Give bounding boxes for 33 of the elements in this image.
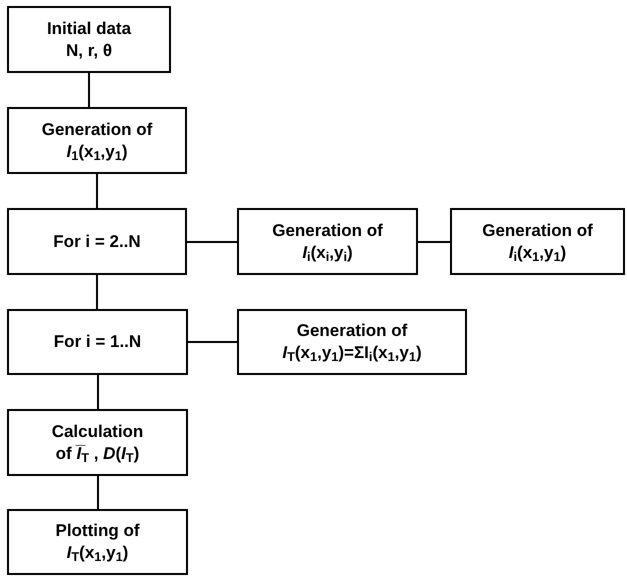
process-box [7, 409, 188, 476]
process-box [7, 208, 187, 275]
process-box [7, 107, 187, 174]
connector-line [97, 375, 99, 409]
process-box [7, 6, 171, 73]
connector-line [97, 476, 99, 509]
connector-line [188, 341, 237, 343]
box-text: For i = 2..N [53, 230, 141, 252]
box-text: Generation of [296, 320, 408, 342]
box-text: I$_{i}$(x$_{i}$,y$_{i}$) [302, 242, 353, 264]
box-text: Calculation [52, 420, 144, 442]
box-text: Initial data [46, 18, 132, 40]
box-text: Generation of [272, 220, 383, 242]
box-text: N, r, θ [66, 40, 112, 62]
connector-line [187, 241, 237, 243]
process-box [237, 309, 467, 375]
box-text: I$_{1}$(x$_{1}$,y$_{1}$) [66, 140, 128, 162]
connector-line [96, 174, 98, 208]
connector-line [96, 275, 98, 309]
box-text: I$_{T}$(x$_{1}$,y$_{1}$) [66, 542, 128, 564]
box-text: I$_{i}$(x$_{1}$,y$_{1}$) [508, 242, 566, 264]
box-text: Plotting of [55, 520, 140, 542]
box-text: of I̅$_{T}$ , D(I$_{T}$) [56, 442, 140, 464]
box-text: Generation of [42, 118, 152, 140]
box-text: For i = 1..N [54, 331, 142, 353]
box-text: I$_{T}$(x$_{1}$,y$_{1}$)=ΣI$_{i}$(x$_{1}$,y$_{1}$) [282, 342, 422, 364]
process-box [237, 208, 418, 275]
box-text: Generation of [482, 220, 593, 242]
connector-line [418, 241, 450, 243]
connector-line [88, 73, 90, 107]
process-box [7, 509, 188, 575]
process-box [450, 208, 625, 275]
process-box [7, 309, 188, 375]
